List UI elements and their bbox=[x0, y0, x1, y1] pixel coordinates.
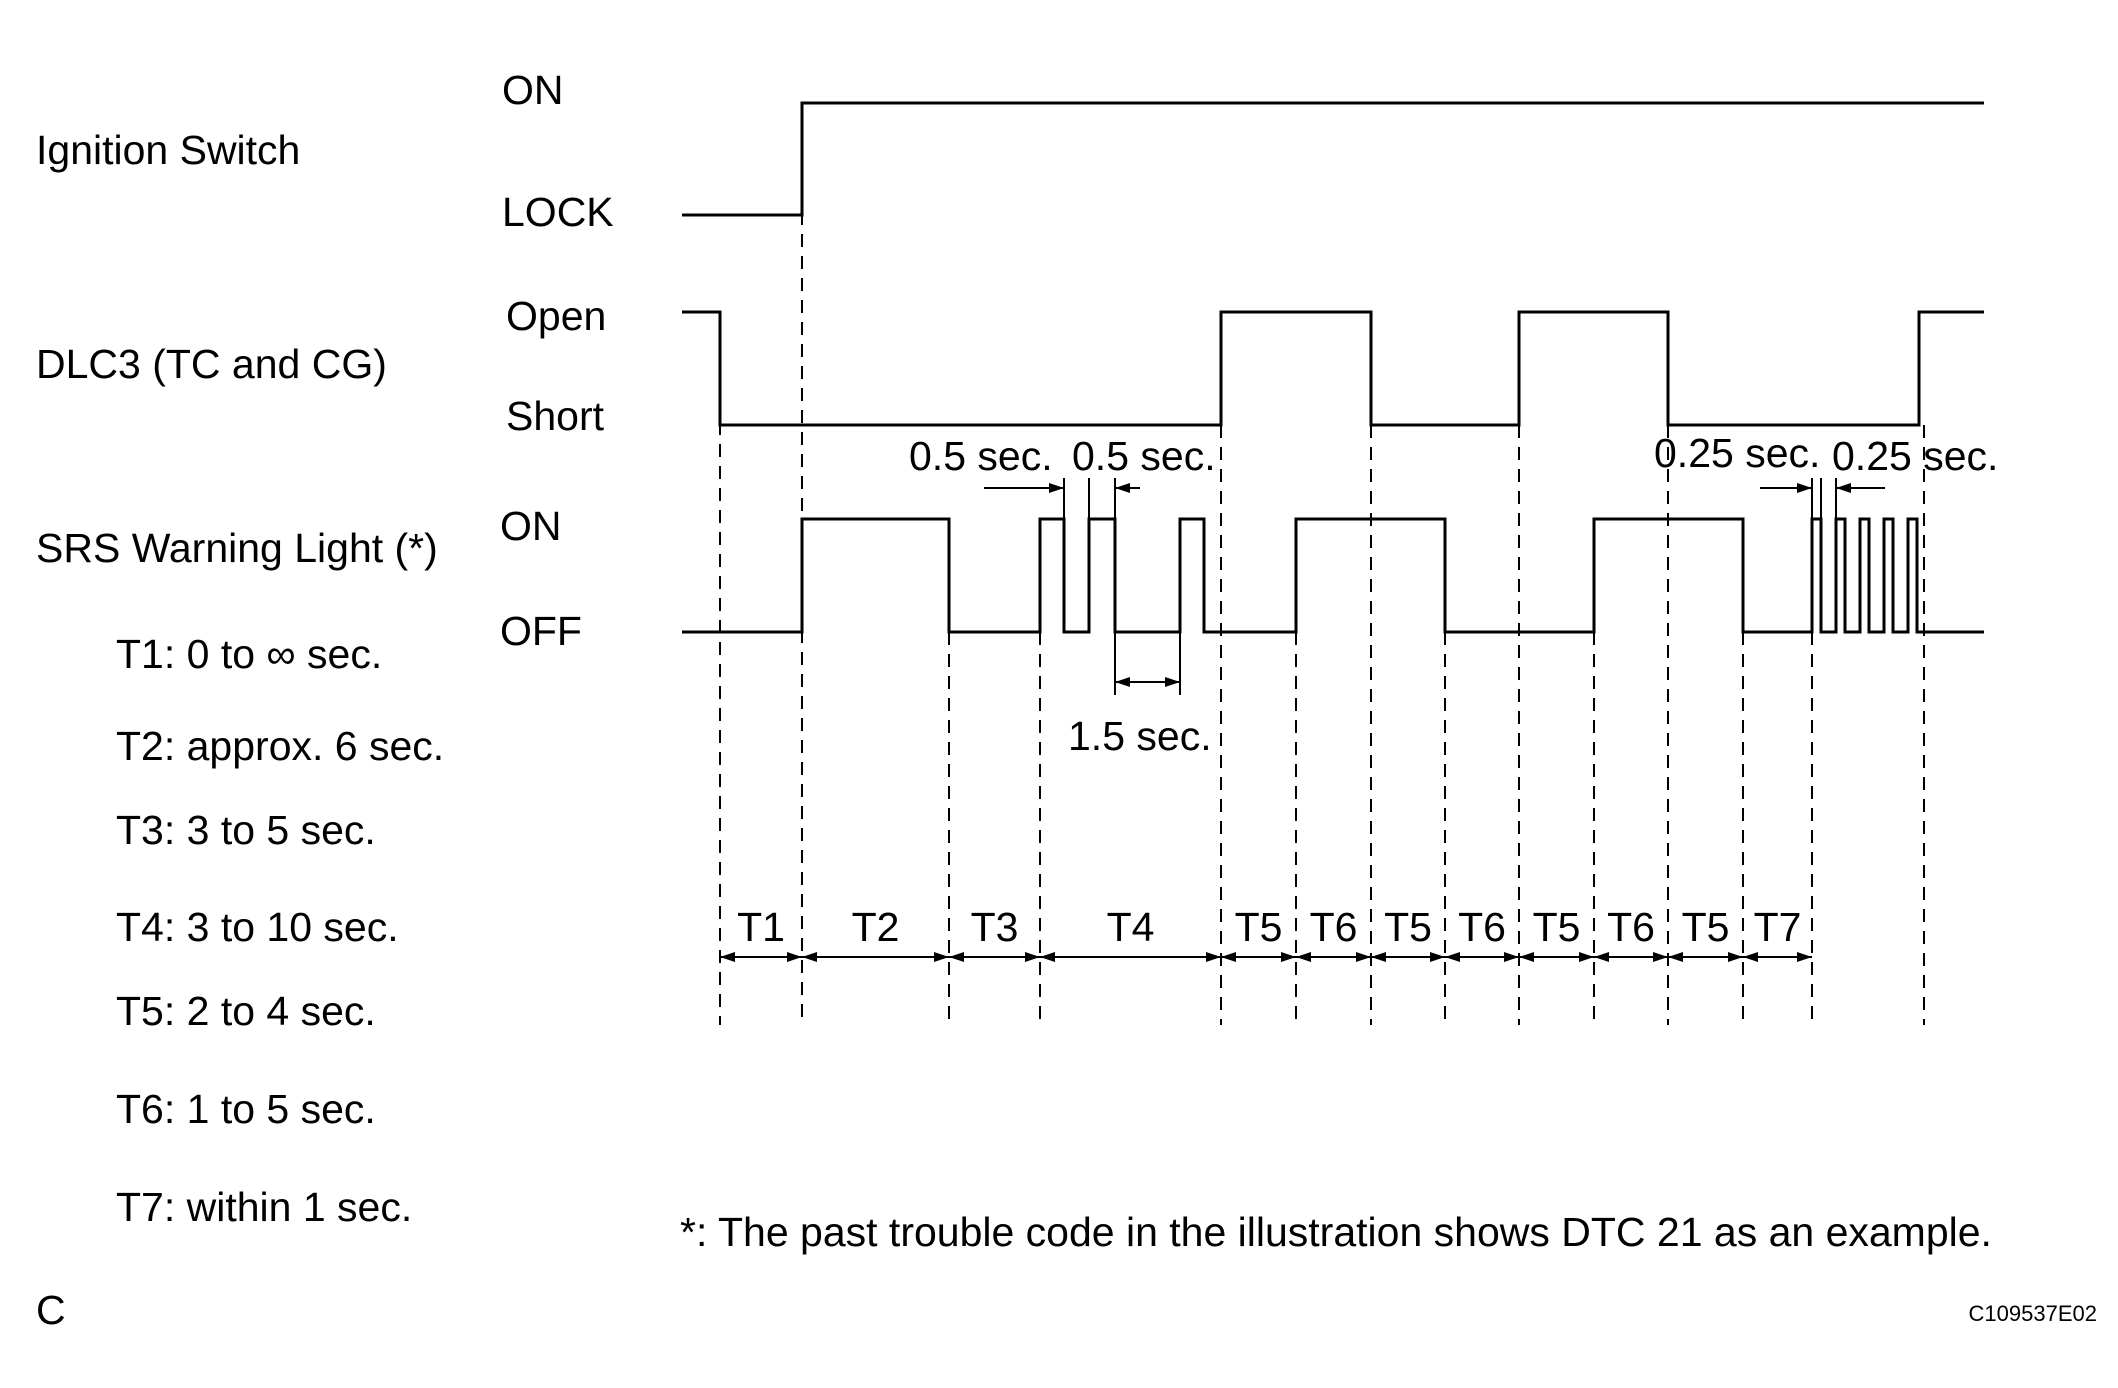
interval-arrowhead bbox=[1221, 952, 1236, 962]
pulse-width-dimension: 0.5 sec. 0.5 sec. bbox=[909, 433, 1216, 519]
interval-arrowhead bbox=[720, 952, 735, 962]
dlc3-open-level: Open bbox=[506, 293, 606, 339]
interval-arrowhead bbox=[1653, 952, 1668, 962]
interval-legend: T1: 0 to ∞ sec. T2: approx. 6 sec. T3: 3… bbox=[116, 631, 444, 1230]
ignition-lock-level: LOCK bbox=[502, 189, 614, 235]
srs-warning-light-label: SRS Warning Light (*) bbox=[36, 525, 438, 571]
gap-duration: 1.5 sec. bbox=[1068, 713, 1212, 759]
gap-dimension: 1.5 sec. bbox=[1068, 632, 1212, 759]
interval-arrowhead bbox=[1668, 952, 1683, 962]
srs-warning-light-waveform bbox=[682, 517, 1984, 634]
fast-pulse-off-duration: 0.25 sec. bbox=[1832, 433, 1998, 479]
interval-label: T6 bbox=[1458, 904, 1506, 950]
srs-on-level: ON bbox=[500, 503, 562, 549]
interval-arrowhead bbox=[1430, 952, 1445, 962]
interval-label: T6 bbox=[1310, 904, 1358, 950]
interval-label: T4 bbox=[1107, 904, 1155, 950]
interval-arrowhead bbox=[1296, 952, 1311, 962]
interval-arrowhead bbox=[1519, 952, 1534, 962]
legend-item: T7: within 1 sec. bbox=[116, 1184, 412, 1230]
interval-arrowhead bbox=[1206, 952, 1221, 962]
figure-code: C109537E02 bbox=[1969, 1301, 2097, 1326]
pulse-on-duration: 0.5 sec. bbox=[909, 433, 1053, 479]
legend-item: T4: 3 to 10 sec. bbox=[116, 904, 399, 950]
interval-label: T5 bbox=[1533, 904, 1581, 950]
interval-arrowhead bbox=[1281, 952, 1296, 962]
interval-arrowhead bbox=[949, 952, 964, 962]
srs-off-level: OFF bbox=[500, 608, 582, 654]
interval-label: T1 bbox=[737, 904, 785, 950]
corner-letter: C bbox=[36, 1287, 66, 1333]
dlc3-waveform bbox=[682, 310, 1984, 427]
legend-item: T3: 3 to 5 sec. bbox=[116, 807, 376, 853]
interval-arrowhead bbox=[1025, 952, 1040, 962]
interval-arrowhead bbox=[1728, 952, 1743, 962]
interval-arrowhead bbox=[1356, 952, 1371, 962]
interval-arrowhead bbox=[1445, 952, 1460, 962]
ignition-on-level: ON bbox=[502, 67, 564, 113]
interval-label: T6 bbox=[1607, 904, 1655, 950]
ignition-switch-label: Ignition Switch bbox=[36, 127, 300, 173]
ignition-switch-waveform bbox=[682, 101, 1984, 217]
fast-pulse-on-duration: 0.25 sec. bbox=[1654, 430, 1820, 476]
interval-label: T5 bbox=[1682, 904, 1730, 950]
legend-item: T1: 0 to ∞ sec. bbox=[116, 631, 382, 677]
interval-arrowhead bbox=[1040, 952, 1055, 962]
interval-arrowhead bbox=[787, 952, 802, 962]
dlc3-label: DLC3 (TC and CG) bbox=[36, 341, 387, 387]
interval-dimension-row: T1 T2 T3 T4 T5 T6 T5 T6 T5 T6 T5 T7 bbox=[720, 904, 1812, 962]
legend-item: T2: approx. 6 sec. bbox=[116, 723, 444, 769]
interval-arrowhead bbox=[1743, 952, 1758, 962]
interval-label: T7 bbox=[1754, 904, 1802, 950]
interval-label: T3 bbox=[971, 904, 1019, 950]
pulse-off-duration: 0.5 sec. bbox=[1072, 433, 1216, 479]
interval-label: T5 bbox=[1384, 904, 1432, 950]
legend-item: T5: 2 to 4 sec. bbox=[116, 988, 376, 1034]
dlc3-short-level: Short bbox=[506, 393, 605, 439]
interval-arrowhead bbox=[1579, 952, 1594, 962]
interval-arrowhead bbox=[934, 952, 949, 962]
fast-pulse-dimension: 0.25 sec. 0.25 sec. bbox=[1654, 430, 1998, 519]
legend-item: T6: 1 to 5 sec. bbox=[116, 1086, 376, 1132]
interval-arrowhead bbox=[1797, 952, 1812, 962]
interval-arrowhead bbox=[1594, 952, 1609, 962]
interval-arrowhead bbox=[802, 952, 817, 962]
interval-arrowhead bbox=[1371, 952, 1386, 962]
interval-arrowhead bbox=[1504, 952, 1519, 962]
interval-label: T5 bbox=[1235, 904, 1283, 950]
footnote: *: The past trouble code in the illustra… bbox=[680, 1209, 1992, 1255]
reference-lines bbox=[719, 212, 1925, 1025]
interval-label: T2 bbox=[852, 904, 900, 950]
